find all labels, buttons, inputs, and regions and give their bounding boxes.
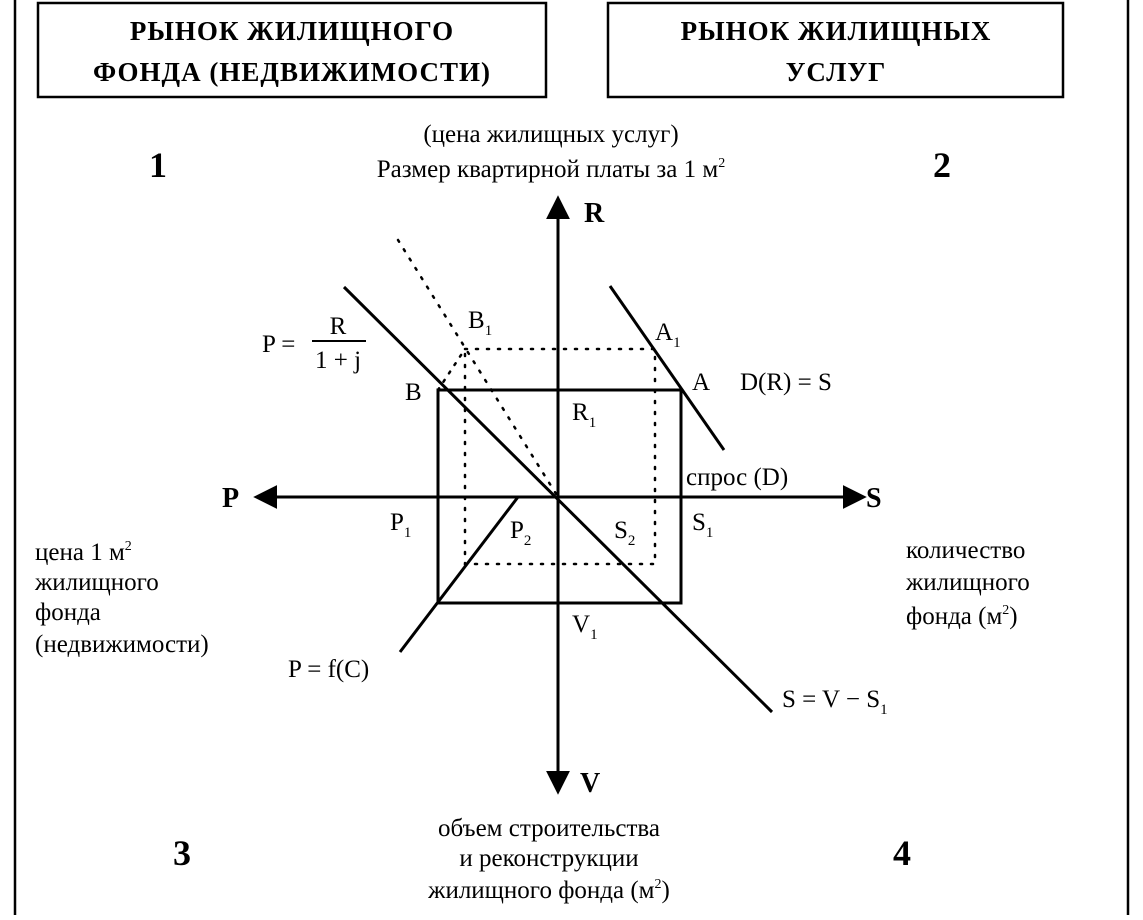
label-a: A bbox=[692, 369, 710, 396]
axis-letter-s: S bbox=[866, 483, 882, 514]
axis-letter-v: V bbox=[580, 768, 600, 799]
header-box-right bbox=[606, 1, 1065, 99]
top-axis-caption-line2: Размер квартирной платы за 1 м2 bbox=[377, 156, 725, 183]
label-s1: S1 bbox=[692, 509, 713, 541]
bottom-axis-caption-line3: жилищного фонда (м2) bbox=[427, 877, 670, 904]
left-axis-caption-line1: цена 1 м2 bbox=[35, 539, 132, 566]
label-r1: R1 bbox=[572, 399, 596, 431]
bottom-axis-caption-line1: объем строительства bbox=[438, 815, 660, 842]
asset-formula-lhs: P = bbox=[262, 331, 295, 358]
left-axis-caption-line3: фонда bbox=[35, 599, 101, 626]
label-s2: S2 bbox=[614, 517, 635, 549]
label-b: B bbox=[405, 379, 422, 406]
right-axis-caption-line3: фонда (м2) bbox=[906, 603, 1018, 630]
label-p1: P1 bbox=[390, 509, 411, 541]
header-left-line1: РЫНОК ЖИЛИЩНОГО bbox=[130, 16, 454, 46]
construction-function-label: P = f(C) bbox=[288, 656, 369, 683]
construction-cost-line bbox=[398, 496, 520, 653]
stock-function-label: S = V − S1 bbox=[782, 686, 888, 718]
shifted-equilibrium-rectangle bbox=[463, 347, 657, 566]
shifted-asset-pricing-line bbox=[396, 238, 560, 499]
quadrant-number-4: 4 bbox=[893, 833, 911, 873]
equilibrium-rectangle bbox=[436, 388, 683, 605]
left-axis-caption-line2: жилищного bbox=[34, 569, 159, 596]
demand-label: спрос (D) bbox=[686, 464, 788, 491]
quadrant-number-1: 1 bbox=[149, 145, 167, 185]
demand-function-label: D(R) = S bbox=[740, 369, 832, 396]
label-v1: V1 bbox=[572, 611, 598, 643]
right-axis-caption-line1: количество bbox=[906, 537, 1025, 564]
quadrant-number-3: 3 bbox=[173, 833, 191, 873]
header-right-line1: РЫНОК ЖИЛИЩНЫХ bbox=[681, 16, 992, 46]
axis-letter-r: R bbox=[584, 198, 605, 229]
right-axis-caption-line2: жилищного bbox=[905, 569, 1030, 596]
asset-formula-numerator: R bbox=[330, 313, 347, 340]
quadrant-number-2: 2 bbox=[933, 145, 951, 185]
label-a1: A1 bbox=[655, 319, 681, 351]
label-b1: B1 bbox=[468, 307, 492, 339]
left-axis-caption-line4: (недвижимости) bbox=[35, 631, 209, 658]
top-axis-caption-line1: (цена жилищных услуг) bbox=[423, 121, 678, 148]
asset-formula-denominator: 1 + j bbox=[315, 347, 361, 374]
header-right-line2: УСЛУГ bbox=[786, 57, 887, 87]
bottom-axis-caption-line2: и реконструкции bbox=[459, 845, 638, 872]
demand-line bbox=[608, 285, 726, 451]
asset-pricing-line bbox=[342, 285, 774, 714]
header-left-line2: ФОНДА (НЕДВИЖИМОСТИ) bbox=[93, 57, 491, 87]
asset-pricing-formula: P = R 1 + j bbox=[262, 313, 366, 374]
axis-letter-p: P bbox=[222, 483, 239, 514]
label-p2: P2 bbox=[510, 517, 531, 549]
connector-b-b1 bbox=[436, 347, 467, 392]
header-box-left bbox=[36, 1, 548, 99]
